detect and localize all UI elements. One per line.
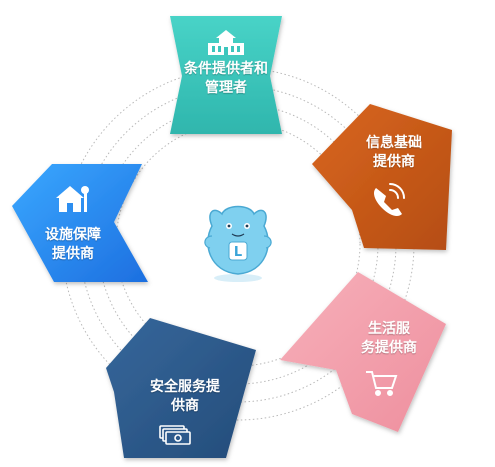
- label-provider-conditions: 条件提供者和 管理者: [184, 61, 268, 96]
- svg-text:L: L: [234, 245, 242, 260]
- building-icon: [208, 30, 244, 55]
- segment-security-services[interactable]: [106, 318, 256, 458]
- label-info-infrastructure: 信息基础 提供商: [366, 135, 422, 170]
- segment-info-infrastructure[interactable]: [312, 104, 452, 250]
- phone-signal-icon: [374, 183, 405, 216]
- money-bills-icon: [159, 425, 191, 445]
- segment-lifestyle-services[interactable]: [280, 272, 446, 432]
- segment-facility-support[interactable]: [12, 164, 148, 282]
- house-icon: [56, 186, 89, 212]
- label-facility-support: 设施保障 提供商: [45, 227, 101, 262]
- segment-provider-conditions[interactable]: [170, 16, 282, 134]
- mascot-icon: L: [204, 205, 272, 282]
- label-security-services: 安全服务提 供商: [150, 379, 220, 414]
- label-lifestyle-services: 生活服 务提供商: [361, 321, 417, 356]
- shopping-cart-icon: [366, 371, 398, 396]
